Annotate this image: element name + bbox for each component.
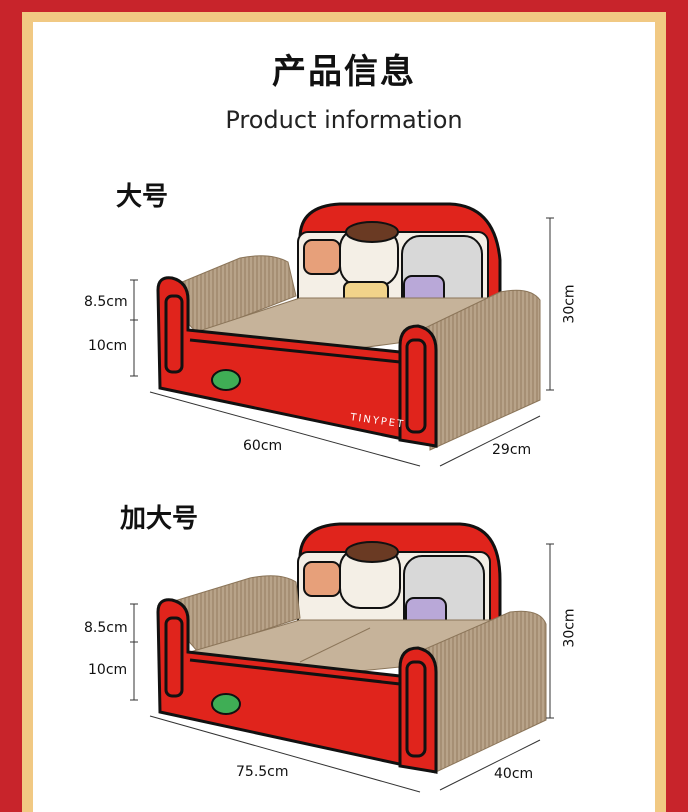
dim-depth: 40cm [494, 766, 534, 782]
size-label-xlarge: 加大号 [120, 504, 199, 534]
dim-total-height: 30cm [561, 608, 578, 648]
dim-width: 60cm [243, 438, 283, 454]
dim-total-height: 30cm [561, 284, 578, 324]
sofa-arm-left [157, 255, 297, 335]
dim-back-height: 8.5cm [84, 294, 128, 310]
dim-seat-height: 10cm [88, 662, 128, 678]
page-subtitle: Product information [225, 106, 463, 134]
dim-seat-height: 10cm [88, 338, 128, 354]
sofa-arm-left [157, 575, 301, 653]
dim-depth: 29cm [492, 442, 532, 458]
sofa-large: TINYPET [130, 202, 554, 467]
size-label-large: 大号 [116, 182, 169, 212]
page-title: 产品信息 [272, 52, 416, 92]
dim-width: 75.5cm [236, 764, 289, 780]
sofa-xlarge [130, 522, 554, 793]
dim-back-height: 8.5cm [84, 620, 128, 636]
